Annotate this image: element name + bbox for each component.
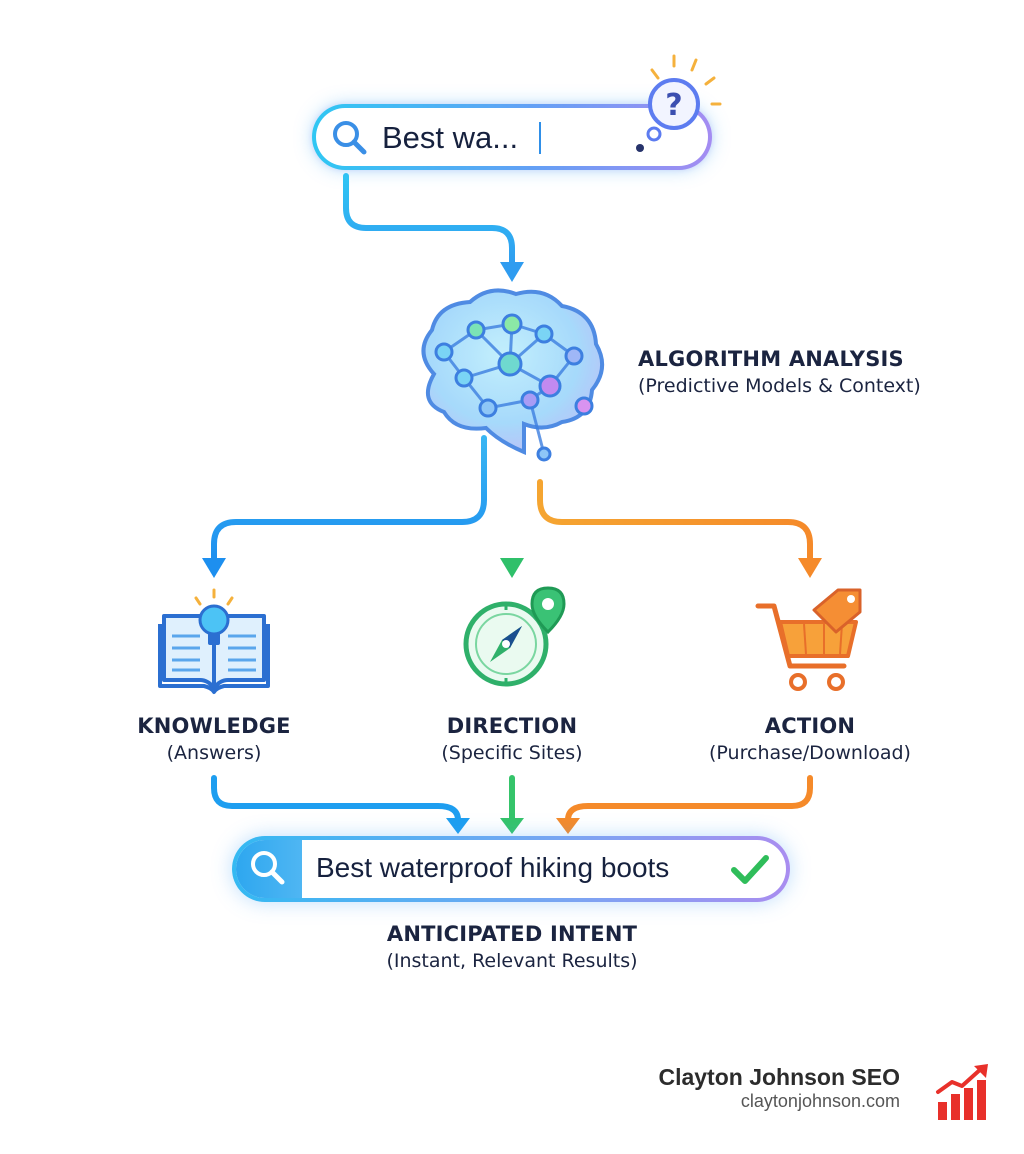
text-caret (539, 122, 541, 154)
compass-pin-icon (463, 586, 566, 687)
arrow-analysis-to-knowledge (211, 435, 487, 563)
arrow-search-to-analysis (343, 173, 515, 269)
arrowhead-action (798, 558, 822, 578)
branch-direction-title: DIRECTION (446, 714, 578, 738)
svg-text:?: ? (665, 88, 682, 123)
brand-url[interactable]: claytonjohnson.com (740, 1091, 900, 1111)
result-search-bar[interactable] (232, 836, 790, 902)
rising-bar-chart-icon (936, 1064, 988, 1120)
branch-knowledge-title: KNOWLEDGE (137, 714, 291, 738)
analysis-subtitle: (Predictive Models & Context) (638, 375, 921, 397)
branch-knowledge-subtitle: (Answers) (166, 742, 262, 764)
branch-action-title: ACTION (764, 714, 856, 738)
arrowhead-result-orange (556, 818, 580, 834)
arrowhead-analysis (500, 262, 524, 282)
initial-query-text: Best wa... (382, 120, 519, 155)
search-cap (236, 840, 302, 898)
branch-action-subtitle: (Purchase/Download) (709, 742, 911, 764)
analysis-title: ALGORITHM ANALYSIS (638, 347, 904, 371)
brain-network-icon (421, 288, 604, 462)
question-bubble-icon: ? (636, 54, 722, 152)
branch-direction-subtitle: (Specific Sites) (441, 742, 583, 764)
result-title: ANTICIPATED INTENT (386, 922, 638, 946)
result-subtitle: (Instant, Relevant Results) (386, 950, 638, 972)
arrowhead-result-green (500, 818, 524, 834)
arrowhead-result-blue (446, 818, 470, 834)
search-icon (333, 121, 367, 155)
search-icon (251, 851, 285, 885)
result-query-text: Best waterproof hiking boots (316, 852, 670, 883)
checkmark-icon (731, 855, 769, 884)
arrow-analysis-to-action (537, 479, 813, 563)
arrowhead-direction (500, 558, 524, 578)
book-lightbulb-icon (158, 588, 270, 694)
brand-name: Clayton Johnson SEO (658, 1064, 900, 1090)
initial-search-bar[interactable] (312, 104, 712, 170)
cart-tag-icon (755, 588, 862, 691)
arrowhead-knowledge (202, 558, 226, 578)
arrow-action-to-result (565, 775, 813, 823)
arrow-knowledge-to-result (211, 775, 461, 823)
